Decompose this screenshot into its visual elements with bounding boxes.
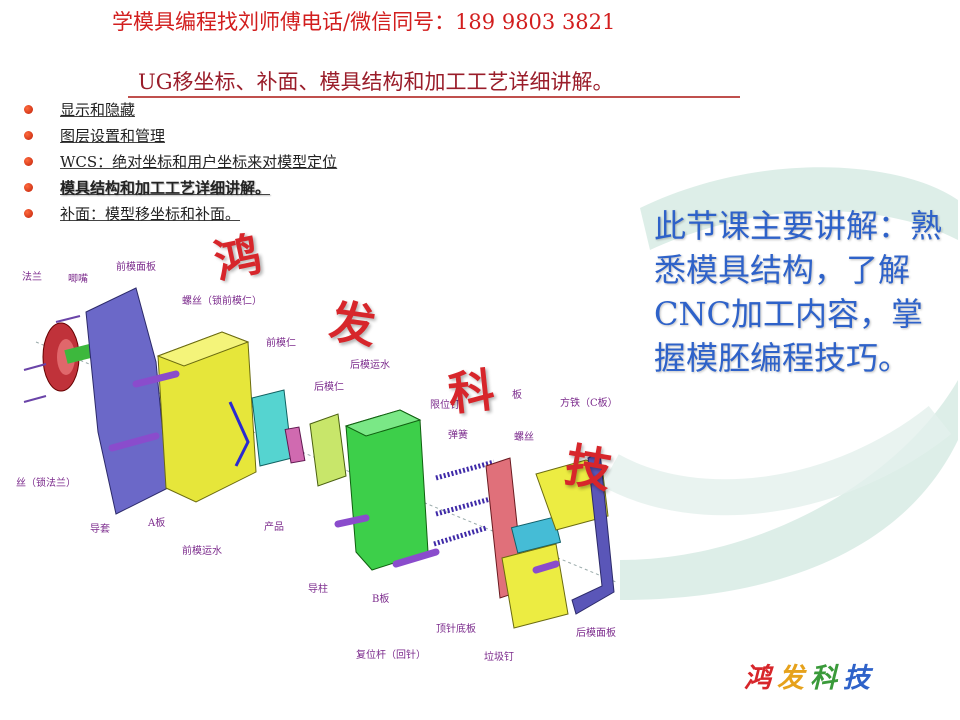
topic-list: 显示和隐藏 图层设置和管理 WCS：绝对坐标和用户坐标来对模型定位 模具结构和加… xyxy=(22,97,337,227)
label-b-plate: B板 xyxy=(372,592,389,605)
title-underline xyxy=(128,96,740,98)
brand-logo: 鸿发科技 xyxy=(744,656,876,695)
page-title: UG移坐标、补面、模具结构和加工工艺详细讲解。 xyxy=(138,70,614,94)
topic-label: WCS：绝对坐标和用户坐标来对模型定位 xyxy=(60,153,338,171)
rear-plate-part xyxy=(571,451,615,615)
logo-char: 鸿 xyxy=(744,663,777,694)
label-plate: 板 xyxy=(512,388,522,401)
label-spacer: 方铁（C板） xyxy=(560,396,618,409)
label-guide-pin: 导柱 xyxy=(308,582,328,595)
label-pull-pin: 垃圾钉 xyxy=(484,650,514,663)
label-flange: 法兰 xyxy=(22,270,42,283)
bullet-icon xyxy=(24,131,33,140)
topic-label: 图层设置和管理 xyxy=(60,127,166,145)
label-front-insert: 前模仁 xyxy=(266,336,296,349)
bullet-icon xyxy=(24,157,33,166)
product-part xyxy=(284,426,306,464)
label-ejector-base: 顶针底板 xyxy=(436,622,476,635)
label-front-plate: 前模面板 xyxy=(116,260,156,273)
rear-insert-part xyxy=(309,413,347,487)
label-spring: 弹簧 xyxy=(448,428,468,441)
b-plate-part xyxy=(345,409,429,571)
topic-item[interactable]: 模具结构和加工工艺详细讲解。 xyxy=(22,175,337,201)
front-plate-part xyxy=(85,287,169,515)
mold-exploded-diagram: 法兰 唧嘴 前模面板 螺丝（锁前模仁） 前模仁 后模运水 后模仁 限位钉 板 方… xyxy=(16,260,618,663)
front-insert-part xyxy=(251,389,293,467)
topic-label: 显示和隐藏 xyxy=(60,101,136,119)
label-front-water: 前模运水 xyxy=(182,544,222,557)
flange-part xyxy=(42,322,107,392)
label-return-pin: 复位杆（回针） xyxy=(356,648,426,661)
label-product: 产品 xyxy=(264,520,284,533)
logo-char: 技 xyxy=(843,663,876,694)
label-nozzle: 唧嘴 xyxy=(68,273,88,285)
bullet-icon xyxy=(24,183,33,192)
stamp-character: 科 xyxy=(445,362,498,422)
spring-part xyxy=(433,459,495,547)
logo-char: 发 xyxy=(777,663,810,694)
label-rear-insert: 后模仁 xyxy=(314,381,344,393)
label-rear-water: 后模运水 xyxy=(350,359,390,371)
label-flange-screw: 丝（锁法兰） xyxy=(16,476,76,489)
label-rear-plate: 后模面板 xyxy=(576,626,616,639)
topic-item[interactable]: 图层设置和管理 xyxy=(22,123,337,149)
topic-label: 模具结构和加工工艺详细讲解。 xyxy=(60,179,271,197)
guide-pin-part xyxy=(108,370,560,574)
topic-item[interactable]: 补面：模型移坐标和补面。 xyxy=(22,201,337,227)
label-bushing: 导套 xyxy=(90,522,110,535)
label-screw-front-insert: 螺丝（锁前模仁） xyxy=(182,294,262,307)
lesson-summary: 此节课主要讲解：熟悉模具结构，了解CNC加工内容，掌握模胚编程技巧。 xyxy=(654,207,943,377)
stamp-character: 发 xyxy=(326,294,380,354)
topic-item[interactable]: 显示和隐藏 xyxy=(22,97,337,123)
bullet-icon xyxy=(24,105,33,114)
topic-item[interactable]: WCS：绝对坐标和用户坐标来对模型定位 xyxy=(22,149,337,175)
label-screw: 螺丝 xyxy=(514,431,534,443)
label-stop-pin: 限位钉 xyxy=(430,398,460,411)
contact-info: 学模具编程找刘师傅电话/微信同号：189 9803 3821 xyxy=(112,10,616,34)
bullet-icon xyxy=(24,209,33,218)
topic-label: 补面：模型移坐标和补面。 xyxy=(60,205,241,223)
logo-char: 科 xyxy=(810,663,843,694)
label-a-plate: A板 xyxy=(147,516,165,529)
